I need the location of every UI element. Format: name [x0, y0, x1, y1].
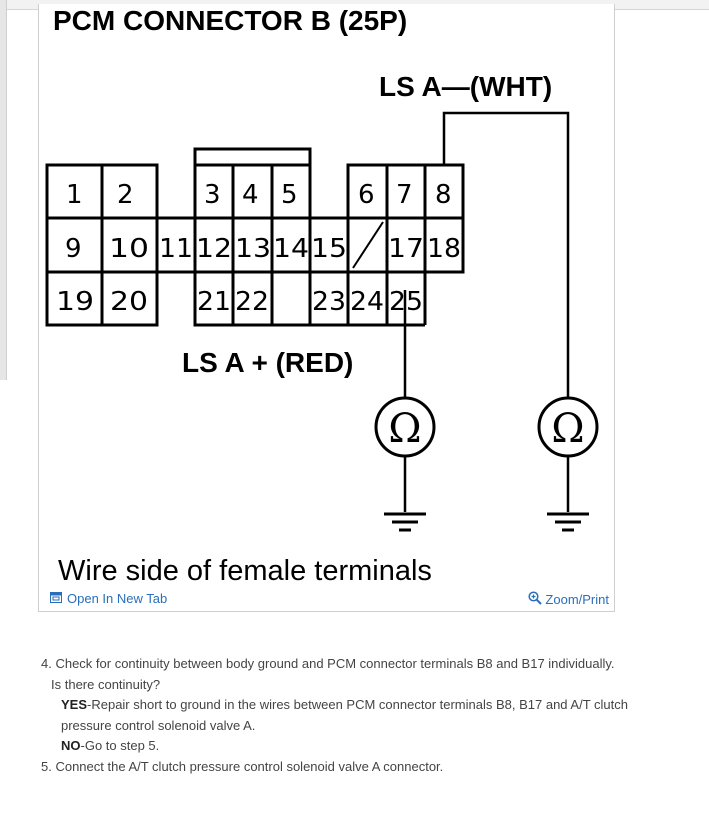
pin-1: 1 [66, 180, 83, 210]
pin-2: 2 [117, 180, 134, 210]
label-ls-a-minus: LS A—(WHT) [379, 71, 552, 102]
test-wires [403, 111, 570, 512]
yes-branch: YES-Repair short to ground in the wires … [38, 695, 678, 736]
figure-panel: PCM CONNECTOR B (25P) LS A—(WHT) [38, 4, 615, 612]
step-5: 5. Connect the A/T clutch pressure contr… [41, 758, 444, 774]
scrollbar[interactable] [0, 0, 7, 380]
pin-10: 10 [109, 234, 149, 264]
figure-footer: Open In New Tab Zoom/Print [38, 587, 615, 611]
step-4: 4. Check for continuity between body gro… [41, 656, 615, 671]
no-label: NO [61, 738, 81, 753]
zoom-print-link[interactable]: Zoom/Print [528, 591, 609, 608]
connector-diagram: PCM CONNECTOR B (25P) LS A—(WHT) [45, 5, 599, 587]
ohmmeter-icon: Ω [537, 396, 599, 458]
ground-icon [384, 512, 426, 532]
pin-9: 9 [65, 234, 82, 264]
ohmmeter-icon: Ω [374, 396, 436, 458]
ohmmeter-symbol: Ω [388, 406, 421, 452]
label-ls-a-plus: LS A + (RED) [182, 347, 353, 378]
procedure-text: 4. Check for continuity between body gro… [38, 654, 678, 777]
yes-text: -Repair short to ground in the wires bet… [61, 697, 628, 733]
pin-20: 20 [110, 287, 148, 317]
pin-21: 21 [197, 287, 231, 317]
pin-17: 17 [388, 234, 424, 264]
pin-14: 14 [273, 234, 309, 264]
pin-5: 5 [281, 180, 298, 210]
pin-12: 12 [196, 234, 232, 264]
open-in-new-tab-label: Open In New Tab [67, 591, 168, 606]
new-tab-icon [50, 591, 62, 606]
no-text: -Go to step 5. [80, 738, 160, 753]
pin-4: 4 [242, 180, 259, 210]
zoom-print-label: Zoom/Print [545, 592, 609, 607]
pin-18: 18 [427, 234, 461, 264]
continuity-question: Is there continuity? [51, 676, 161, 692]
connector-body [45, 147, 465, 327]
zoom-magnifier-icon [528, 591, 543, 608]
diagram-caption: Wire side of female terminals [58, 555, 432, 587]
ohmmeter-symbol: Ω [551, 406, 584, 452]
pin-24: 24 [350, 287, 384, 317]
pin-11: 11 [159, 234, 193, 264]
open-in-new-tab-link[interactable]: Open In New Tab [50, 591, 167, 606]
pin-6: 6 [358, 180, 375, 210]
pin-23: 23 [312, 287, 346, 317]
diagram-title: PCM CONNECTOR B (25P) [53, 5, 407, 36]
pin-15: 15 [311, 234, 347, 264]
no-branch: NO-Go to step 5. [38, 736, 678, 757]
pin-8: 8 [435, 180, 452, 210]
pin-13: 13 [235, 234, 271, 264]
pin-3: 3 [204, 180, 221, 210]
pin-7: 7 [396, 180, 413, 210]
ground-icon [547, 512, 589, 532]
pin-19: 19 [56, 287, 94, 317]
yes-label: YES [61, 697, 88, 712]
pin-22: 22 [235, 287, 269, 317]
